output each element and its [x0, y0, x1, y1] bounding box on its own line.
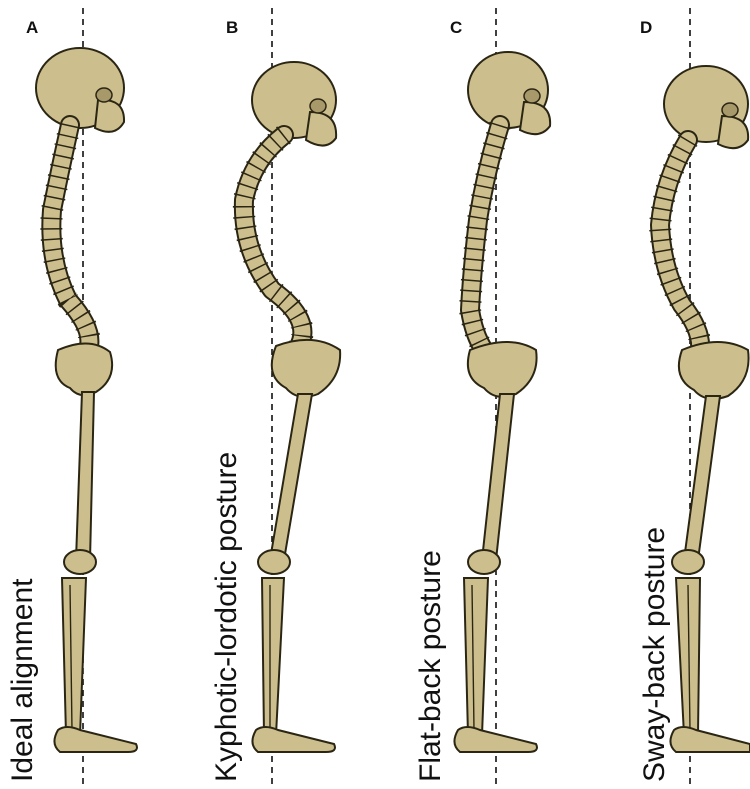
- panel-c: C Flat-back posture: [400, 0, 600, 789]
- skeleton-figure: [602, 0, 750, 789]
- panel-a: A Ideal alignment: [0, 0, 200, 789]
- pelvis: [679, 342, 749, 399]
- pelvis: [272, 340, 340, 397]
- skeleton-figure: [202, 0, 402, 789]
- femur: [270, 394, 312, 560]
- foot: [670, 727, 750, 752]
- panel-d: D Sway-back posture: [602, 0, 750, 789]
- skeleton-figure: [400, 0, 600, 789]
- pelvis: [468, 342, 537, 397]
- foot: [54, 727, 137, 752]
- tibia: [464, 578, 488, 735]
- femur: [482, 394, 514, 560]
- tibia: [62, 578, 86, 735]
- jaw: [520, 102, 550, 134]
- femur: [76, 392, 94, 560]
- skeleton-figure: [0, 0, 200, 789]
- panel-b: B Kyphotic-lordotic posture: [202, 0, 402, 789]
- foot: [252, 727, 335, 752]
- tibia: [262, 578, 284, 735]
- foot: [454, 727, 537, 752]
- pelvis: [56, 343, 112, 395]
